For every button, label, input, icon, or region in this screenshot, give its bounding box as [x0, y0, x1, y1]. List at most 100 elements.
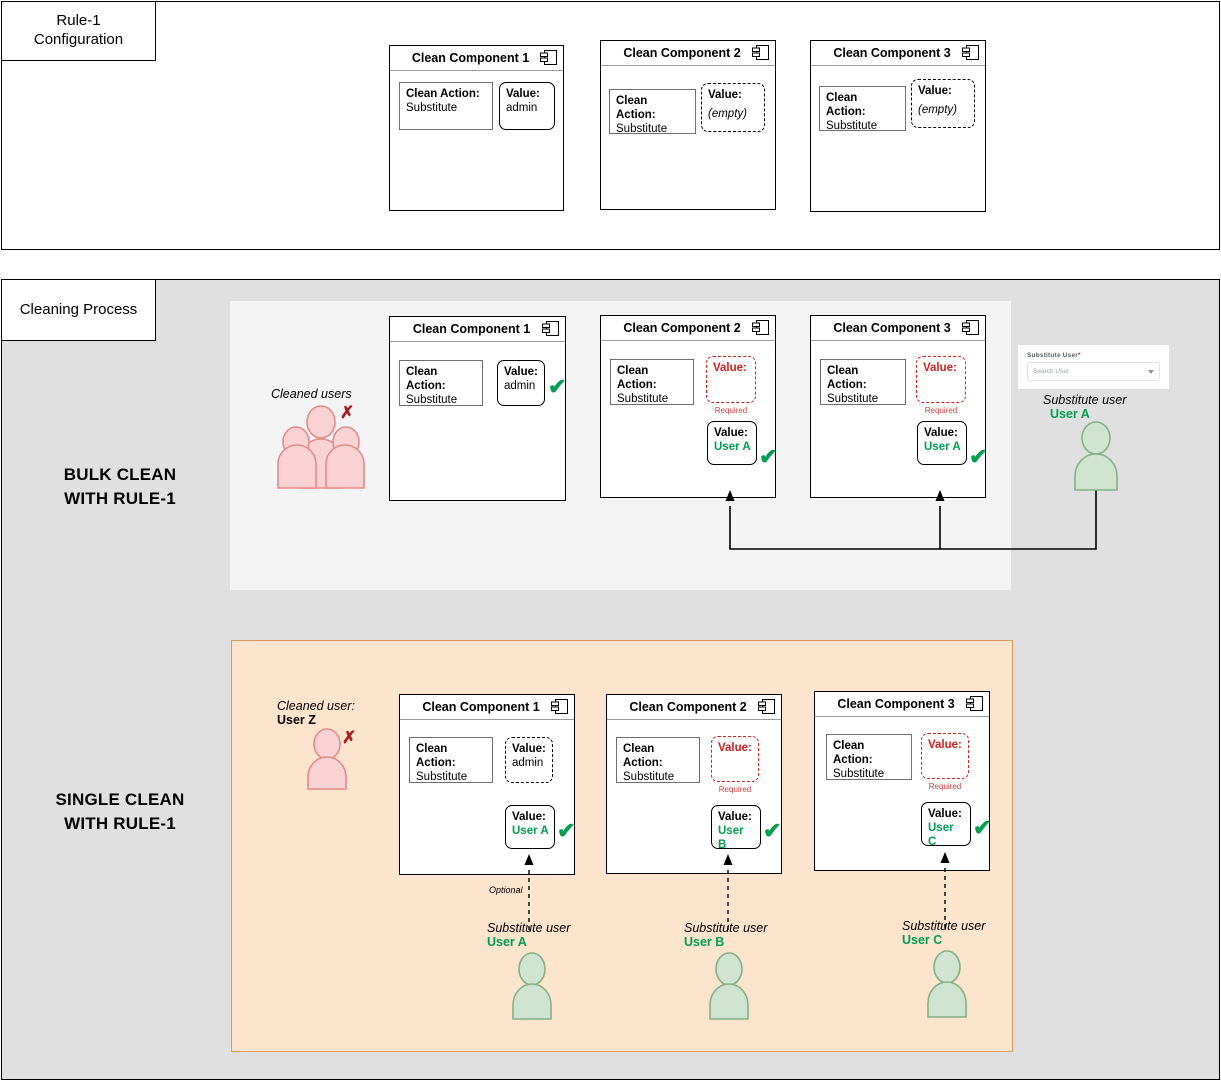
clean-action-label: Clean Action:: [623, 743, 663, 769]
rule1-tab-line1: Rule-1: [56, 12, 101, 30]
uml-component-icon: [758, 699, 775, 714]
clean-action-box: Clean Action: Substitute: [409, 737, 493, 783]
single-component-1: Clean Component 1 Clean Action: Substitu…: [399, 694, 575, 875]
single-substitute-user-name-3: User C: [902, 933, 943, 947]
single-caption-line1: SINGLE CLEAN: [55, 790, 185, 809]
cleaned-users-icon: [276, 405, 366, 491]
component-title: Clean Component 2: [623, 46, 741, 60]
single-connector-arrow-3: [940, 852, 950, 928]
value-text: admin: [506, 101, 538, 114]
value-box: Value: admin: [505, 737, 553, 783]
value-text: admin: [504, 379, 536, 392]
config-component-1: Clean Component 1 Clean Action: Substitu…: [389, 45, 564, 211]
component-header: Clean Component 1: [400, 695, 574, 720]
bulk-substitute-user-label: Substitute user: [1043, 393, 1127, 407]
clean-action-label: Clean Action:: [826, 92, 866, 118]
value-label: Value:: [924, 427, 958, 439]
value-label: Value:: [718, 811, 752, 823]
clean-action-value: Substitute: [833, 767, 885, 780]
single-clean-caption: SINGLE CLEAN WITH RULE-1: [25, 788, 215, 836]
cleaned-users-x-icon: ✗: [340, 403, 355, 422]
clean-action-box: Clean Action: Substitute: [399, 82, 493, 130]
component-title: Clean Component 1: [422, 700, 540, 714]
value-required-box: Value:: [706, 356, 756, 403]
bulk-connector-arrows: [725, 488, 1097, 550]
single-component-2: Clean Component 2 Clean Action: Substitu…: [606, 694, 782, 874]
single-substitute-user-label-3: Substitute user: [902, 919, 986, 933]
value-label: Value:: [714, 427, 748, 439]
cleaned-user-x-icon: ✗: [342, 728, 357, 747]
value-resolved-box: Value: User B: [711, 805, 761, 851]
value-box: Value: (empty): [911, 79, 975, 128]
uml-component-icon: [752, 320, 769, 335]
substitute-user-dropdown-card[interactable]: Substitute User* Search User: [1018, 345, 1169, 389]
clean-action-label: Clean Action:: [406, 88, 480, 100]
single-substitute-user-icon-1: [508, 952, 556, 1021]
value-box: Value: admin: [497, 360, 545, 406]
single-substitute-user-name-1: User A: [487, 935, 527, 949]
config-component-2: Clean Component 2 Clean Action: Substitu…: [600, 40, 776, 210]
component-header: Clean Component 3: [811, 316, 985, 341]
value-text: (empty): [708, 107, 747, 120]
value-resolved-text: User C: [928, 821, 954, 848]
clean-action-box: Clean Action: Substitute: [826, 734, 912, 780]
cleaned-user-name: User Z: [277, 713, 316, 727]
bulk-component-1: Clean Component 1 Clean Action: Substitu…: [389, 316, 566, 501]
clean-action-value: Substitute: [826, 119, 878, 132]
single-connector-arrow-2: [723, 854, 733, 930]
clean-action-box: Clean Action: Substitute: [820, 359, 906, 405]
value-label: Value:: [504, 366, 538, 378]
bulk-caption-line1: BULK CLEAN: [63, 465, 177, 484]
value-valid-check-icon: ✔: [548, 374, 567, 399]
component-title: Clean Component 2: [629, 700, 747, 714]
bulk-component-3: Clean Component 3 Clean Action: Substitu…: [810, 315, 988, 498]
value-label: Value:: [512, 743, 546, 755]
value-required-note: Required: [928, 782, 962, 791]
value-label: Value:: [708, 89, 742, 101]
rule1-tab-line2: Configuration: [33, 31, 124, 48]
value-required-box: Value:: [711, 736, 759, 782]
value-label: Value:: [928, 739, 962, 751]
value-resolved-text: User A: [924, 440, 961, 453]
value-box: Value: (empty): [701, 83, 765, 132]
component-title: Clean Component 1: [411, 51, 530, 65]
clean-action-label: Clean Action:: [617, 365, 657, 391]
component-title: Clean Component 2: [623, 321, 741, 335]
component-title: Clean Component 3: [833, 46, 951, 60]
uml-component-icon: [962, 45, 979, 60]
substitute-user-search-input[interactable]: Search User: [1027, 362, 1160, 381]
value-valid-check-icon: ✔: [557, 818, 576, 843]
clean-action-box: Clean Action: Substitute: [399, 360, 483, 406]
cleaning-process-label: Cleaning Process: [19, 300, 138, 318]
value-text: (empty): [918, 103, 957, 116]
chevron-down-icon[interactable]: [1148, 369, 1154, 374]
uml-component-icon: [752, 45, 769, 60]
clean-action-value: Substitute: [416, 770, 468, 783]
search-placeholder: Search User: [1033, 368, 1070, 375]
cleaned-users-label: Cleaned users: [271, 387, 352, 401]
cleaned-user-icon: [303, 728, 351, 791]
value-valid-check-icon: ✔: [759, 444, 778, 469]
clean-action-box: Clean Action: Substitute: [610, 359, 694, 405]
clean-action-label: Clean Action:: [406, 366, 446, 392]
substitute-user-dropdown-label: Substitute User*: [1027, 352, 1160, 359]
clean-action-box: Clean Action: Substitute: [819, 86, 906, 132]
value-required-note: Required: [714, 406, 748, 415]
component-header: Clean Component 3: [815, 692, 989, 717]
clean-action-value: Substitute: [617, 392, 669, 405]
component-header: Clean Component 1: [390, 317, 565, 342]
clean-action-value: Substitute: [406, 101, 458, 114]
cleaning-process-tab: Cleaning Process: [1, 279, 156, 341]
clean-action-label: Clean Action:: [616, 95, 656, 121]
single-component-3: Clean Component 3 Clean Action: Substitu…: [814, 691, 991, 871]
component-header: Clean Component 2: [601, 41, 775, 66]
clean-action-value: Substitute: [623, 770, 675, 783]
single-substitute-user-icon-2: [705, 952, 753, 1021]
value-valid-check-icon: ✔: [969, 444, 988, 469]
value-required-box: Value:: [916, 356, 966, 403]
value-resolved-box: Value: User C: [921, 802, 971, 848]
single-substitute-user-label-2: Substitute user: [684, 921, 768, 935]
uml-component-icon: [962, 320, 979, 335]
value-label: Value:: [718, 742, 752, 754]
